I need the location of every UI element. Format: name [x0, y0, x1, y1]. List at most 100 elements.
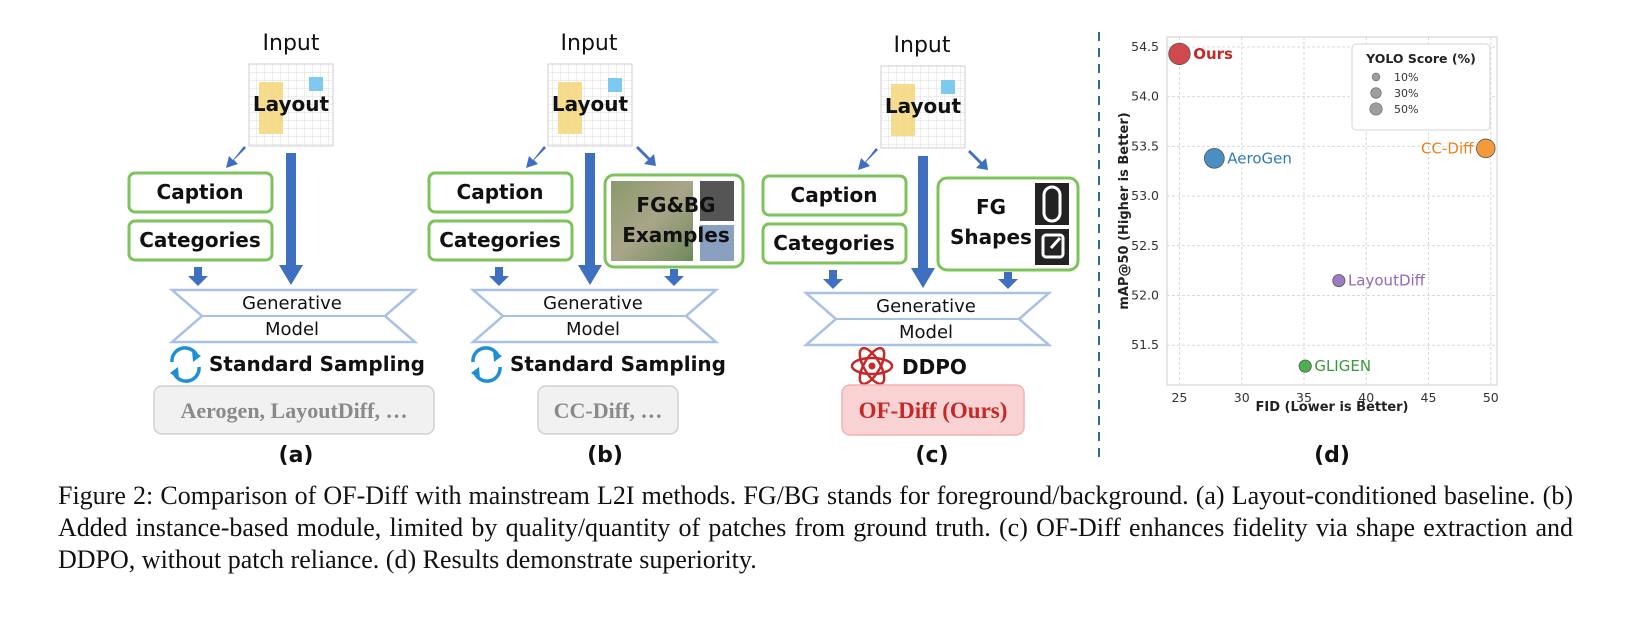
svg-text:Generative: Generative [876, 296, 976, 317]
legend-entry-label: 50% [1394, 103, 1418, 116]
point-label-cc-diff: CC-Diff [1421, 139, 1474, 157]
y-tick-label: 51.5 [1131, 337, 1159, 352]
arrow-to-shapes [968, 150, 988, 170]
sampling-label: Standard Sampling [209, 352, 425, 376]
arrow-shapes-to-model [998, 272, 1018, 289]
point-label-gligen: GLIGEN [1314, 357, 1371, 375]
fg-bg-examples-box: FG&BG Examples [603, 173, 745, 269]
legend-entry-label: 10% [1394, 71, 1418, 84]
x-tick-label: 30 [1234, 390, 1250, 405]
svg-text:Caption: Caption [457, 180, 544, 204]
svg-text:Caption: Caption [157, 180, 244, 204]
layout-thumbnail: Layout [880, 65, 966, 149]
panel-a: Input Layout Caption Categories Generati… [127, 31, 435, 468]
generative-model-shape: Generative Model [802, 291, 1053, 347]
refresh-icon [471, 346, 502, 383]
arrow-categories-to-model [823, 270, 843, 289]
panel-label: (d) [1314, 443, 1350, 468]
layout-label: Layout [885, 94, 962, 118]
legend: YOLO Score (%) 10% 30% 50% [1351, 43, 1491, 131]
svg-text:Generative: Generative [543, 293, 643, 314]
arrow-layout-to-model [585, 153, 595, 265]
y-tick-label: 52.5 [1131, 238, 1159, 253]
panel-b: Input Layout Caption Categories FG&BG Ex… [427, 31, 745, 468]
svg-text:Generative: Generative [242, 293, 342, 314]
y-tick-label: 53.0 [1131, 188, 1159, 203]
arrow-examples-to-model [664, 269, 684, 286]
arrow-categories-to-model [188, 267, 208, 286]
categories-box: Categories [127, 219, 274, 262]
caption-box: Caption [127, 171, 274, 214]
arrow-to-caption [226, 146, 246, 168]
y-tick-label: 54.0 [1131, 89, 1159, 104]
x-tick-label: 50 [1483, 390, 1499, 405]
svg-text:FG&BG: FG&BG [636, 193, 715, 217]
svg-text:Categories: Categories [439, 228, 561, 252]
generative-model-shape: Generative Model [168, 288, 419, 344]
caption-box: Caption [761, 174, 908, 217]
methods-box: Aerogen, LayoutDiff, … [153, 385, 435, 435]
arrow-to-examples [636, 146, 656, 166]
arrow-layout-to-model [286, 153, 296, 265]
arrow-to-caption [526, 146, 546, 168]
point-ours [1168, 42, 1191, 66]
layout-label: Layout [253, 92, 330, 116]
layout-thumbnail: Layout [547, 63, 633, 147]
methods-box: CC-Diff, … [537, 385, 679, 435]
point-aerogen [1203, 147, 1225, 169]
svg-text:Model: Model [265, 319, 319, 340]
generative-model-shape: Generative Model [469, 288, 720, 344]
fg-shapes-box: FG Shapes [936, 176, 1080, 272]
point-label-layoutdiff: LayoutDiff [1348, 272, 1426, 290]
atom-icon [850, 346, 894, 386]
svg-text:Model: Model [899, 322, 953, 343]
y-tick-label: 53.5 [1131, 138, 1159, 153]
svg-text:Shapes: Shapes [950, 225, 1032, 249]
legend-marker [1370, 87, 1382, 99]
refresh-icon [170, 346, 201, 383]
x-tick-label: 25 [1171, 390, 1187, 405]
svg-text:FG: FG [976, 195, 1006, 219]
panel-label: (a) [279, 443, 314, 468]
svg-text:OF-Diff (Ours): OF-Diff (Ours) [859, 398, 1008, 423]
x-tick-label: 35 [1296, 390, 1312, 405]
point-label-aerogen: AeroGen [1227, 149, 1292, 167]
figure-2: Input Layout Caption Categories Generati… [127, 31, 1499, 468]
arrow-layout-to-model [918, 156, 928, 268]
caption-box: Caption [427, 171, 574, 214]
y-tick-label: 52.0 [1131, 288, 1159, 303]
y-axis-label: mAP@50 (Higher is Better) [1117, 112, 1132, 309]
figure-caption: Figure 2: Comparison of OF-Diff with mai… [58, 481, 1573, 574]
x-tick-label: 40 [1358, 390, 1374, 405]
point-cc-diff [1476, 138, 1496, 159]
aerial-photo [611, 181, 693, 261]
svg-text:Model: Model [566, 319, 620, 340]
point-layoutdiff [1332, 274, 1346, 288]
categories-box: Categories [761, 222, 908, 265]
y-tick-label: 54.5 [1131, 39, 1159, 54]
panel-label: (b) [587, 443, 623, 468]
shape-mask-icon [1035, 183, 1069, 265]
legend-title: YOLO Score (%) [1365, 51, 1476, 66]
legend-marker [1369, 102, 1383, 116]
svg-text:Categories: Categories [139, 228, 261, 252]
svg-text:Aerogen, LayoutDiff, …: Aerogen, LayoutDiff, … [181, 398, 408, 423]
input-label: Input [561, 31, 618, 56]
point-gligen [1298, 359, 1312, 373]
svg-text:Categories: Categories [773, 231, 895, 255]
svg-text:Caption: Caption [791, 183, 878, 207]
svg-text:CC-Diff, …: CC-Diff, … [554, 398, 663, 423]
categories-box: Categories [427, 219, 574, 262]
layout-thumbnail: Layout [248, 63, 334, 147]
methods-box-ours: OF-Diff (Ours) [841, 384, 1025, 436]
point-label-ours: Ours [1193, 45, 1233, 63]
panel-label: (c) [915, 443, 948, 468]
input-label: Input [894, 33, 951, 58]
svg-text:Examples: Examples [622, 223, 730, 247]
arrow-to-caption [858, 148, 878, 170]
legend-entry-label: 30% [1394, 87, 1418, 100]
sampling-label: DDPO [902, 355, 967, 379]
